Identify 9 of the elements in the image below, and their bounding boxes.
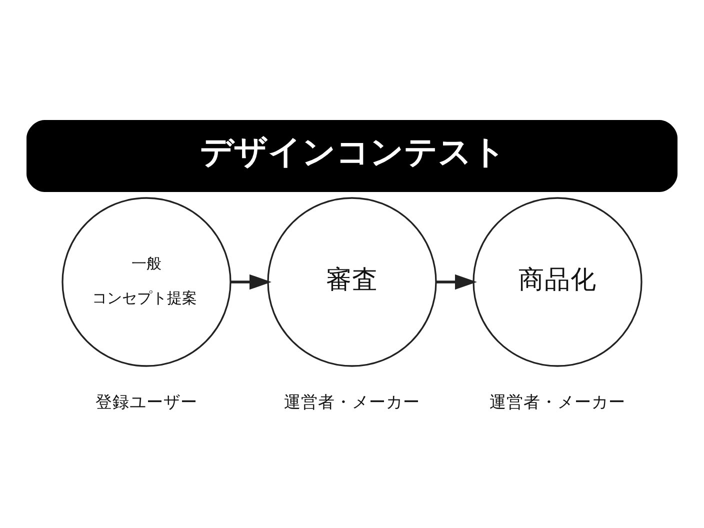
node-label: 運営者・メーカー bbox=[284, 392, 420, 412]
node-circle: 一般 コンセプト提案 bbox=[62, 197, 232, 367]
node-label: 登録ユーザー bbox=[96, 392, 198, 412]
arrow bbox=[230, 274, 272, 290]
node-circle: 商品化 bbox=[472, 197, 642, 367]
node-circle: 審査 bbox=[267, 197, 437, 367]
node-label: 運営者・メーカー bbox=[490, 392, 626, 412]
arrow bbox=[436, 274, 477, 290]
diagram-title: デザインコンテスト bbox=[200, 132, 506, 171]
